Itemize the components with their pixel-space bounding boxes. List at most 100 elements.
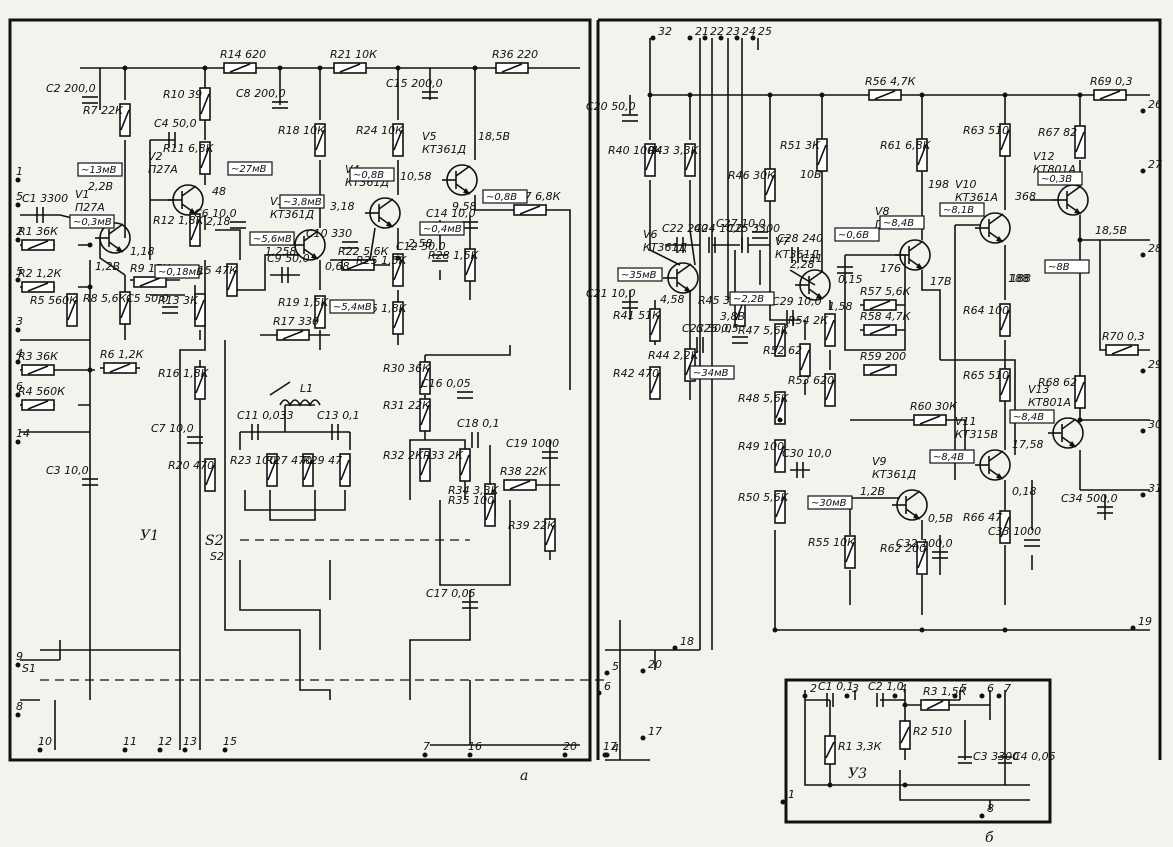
pin-left-dot-18 [562, 752, 568, 758]
voltage-label-4: 48 [212, 185, 226, 198]
resistor-r46-label: R46 30К [728, 169, 776, 182]
u3-pin-dot-4 [952, 693, 958, 699]
mv-reading-text-2: ~0,3мВ [73, 217, 112, 228]
resistor-r26 [392, 301, 404, 335]
capacitor-c1-label: C1 3300 [22, 192, 68, 205]
pin-left-3: 2 [16, 225, 23, 238]
capacitor-c26-label: C26 0,5 [696, 322, 739, 335]
capacitor-c25 [741, 237, 749, 253]
pin-right-dot-4 [718, 35, 724, 41]
junction-dot [777, 417, 783, 423]
junction-dot [395, 255, 401, 261]
u3-part-r3 [920, 699, 950, 711]
capacitor-c5-label: C5 50,0 [126, 292, 169, 305]
junction-dot [202, 65, 208, 71]
mv-reading-17: ~0,3В [1037, 171, 1083, 186]
capacitor-c7 [187, 436, 203, 444]
junction-dot [772, 627, 778, 633]
resistor-r69-label: R69 0,3 [1090, 75, 1133, 88]
pin-right-8: 27 [1148, 158, 1162, 171]
pin-left-dot-15 [222, 747, 228, 753]
resistor-r56 [868, 89, 902, 101]
pin-left-dot-14 [182, 747, 188, 753]
capacitor-c15-label: C15 200,0 [386, 77, 443, 90]
u3-part-c2-label: C2 1,0 [868, 680, 904, 693]
resistor-r8-label: R8 5,6К [83, 292, 128, 305]
caption-a: а [520, 768, 528, 784]
pin-right-2: 21 [695, 25, 709, 38]
voltage-label-25: 0,5В [928, 512, 953, 525]
panel-a-right-frame [596, 18, 1162, 760]
pin-left-5: 3 [16, 315, 23, 328]
capacitor-c34 [1097, 506, 1113, 514]
resistor-r7 [119, 103, 131, 137]
mv-reading-text-11: ~35мВ [621, 270, 657, 281]
mv-reading-21: ~8,4В [929, 449, 975, 464]
pin-left-dot-10 [15, 712, 21, 718]
resistor-r23-label: R23 100 [230, 454, 276, 467]
capacitor-c19 [542, 451, 558, 459]
resistor-r60 [913, 414, 947, 426]
resistor-r44 [684, 348, 696, 382]
capacitor-c8 [272, 101, 288, 109]
u3-pin-7: 1 [788, 788, 795, 801]
capacitor-c30 [796, 462, 804, 478]
resistor-r51-label: R51 3К [780, 139, 821, 152]
u3-pin-1: 2 [810, 682, 817, 695]
transistor-v11 [975, 449, 1011, 481]
u3-part-c1-label: C1 0,1 [818, 680, 854, 693]
resistor-r1-label: R1 36К [18, 225, 59, 238]
u3-pin-dot-3 [892, 693, 898, 699]
voltage-label-21: 368 [1015, 190, 1036, 203]
junction-dot [1077, 417, 1083, 423]
pin-left-10: 8 [16, 700, 23, 713]
pin-left-17: 16 [468, 740, 482, 753]
resistor-r27-label: R27 470 [266, 454, 312, 467]
millivolt-readings: ~13мВ~0,3мВ~0,18мВ~27мВ~3,8мВ~5,6мВ~5,4м… [69, 161, 1090, 510]
resistor-r38-label: R38 22К [500, 465, 548, 478]
resistor-r68 [1074, 375, 1086, 409]
resistor-r29 [339, 453, 351, 487]
pin-left-dot-5 [15, 327, 21, 333]
resistor-r33 [459, 448, 471, 482]
mv-reading-15: ~8,4В [879, 215, 925, 230]
capacitor-c5 [162, 306, 178, 314]
resistor-r64-label: R64 100 [963, 304, 1009, 317]
capacitor-c3 [82, 478, 98, 486]
junction-dot [395, 65, 401, 71]
capacitor-c8-label: C8 200,0 [236, 87, 286, 100]
resistor-r52 [799, 343, 811, 377]
transistor-v2 [168, 184, 204, 216]
capacitor-c14-label: C14 10,0 [426, 207, 476, 220]
resistor-r32 [419, 448, 431, 482]
pin-left-1: 1 [16, 165, 23, 178]
mv-reading-18: ~8В [1044, 259, 1090, 274]
mv-reading-text-5: ~3,8мВ [283, 197, 322, 208]
resistor-r63-label: R63 510 [963, 124, 1009, 137]
capacitor-c12 [432, 254, 448, 262]
junction-dot [919, 92, 925, 98]
voltage-label-17: 0,15 [838, 273, 863, 286]
transistor-v8 [895, 239, 931, 271]
resistor-r7-label: R7 22К [83, 104, 124, 117]
junction-dot [122, 65, 128, 71]
capacitor-c15 [422, 91, 438, 99]
voltage-label-18: 176 [880, 262, 901, 275]
resistor-r42 [649, 366, 661, 400]
mv-reading-text-9: ~0,4мВ [423, 224, 462, 235]
pin-left-14: 13 [183, 735, 197, 748]
capacitor-c9-label: C9 50,0 [267, 252, 310, 265]
u3-pin-dot-5 [979, 693, 985, 699]
coil-l1-label: L1 [300, 382, 313, 395]
resistor-r55-label: R55 10К [808, 536, 856, 549]
junction-dot [647, 92, 653, 98]
transistor-v1 [95, 222, 131, 254]
junction-dot [277, 65, 283, 71]
junction-dot [687, 92, 693, 98]
resistor-r70-label: R70 0,3 [1102, 330, 1145, 343]
resistor-r40-label: R40 100К [608, 144, 663, 157]
transistor-v9 [892, 489, 928, 521]
capacitor-c18-label: C18 0,1 [457, 417, 500, 430]
resistor-r18-label: R18 10К [278, 124, 326, 137]
